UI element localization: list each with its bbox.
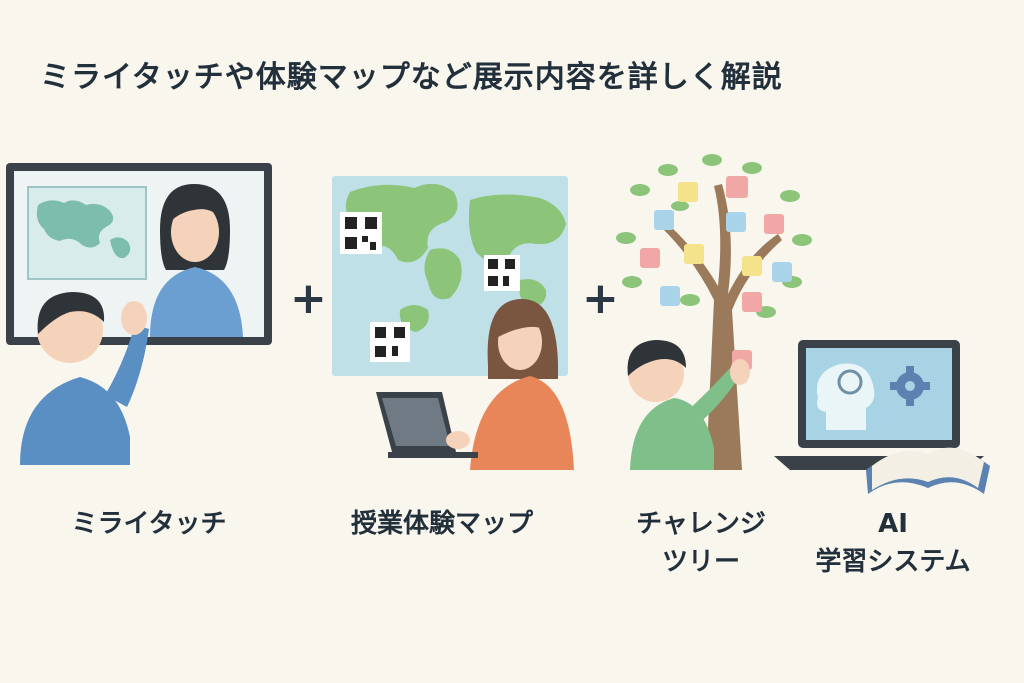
- qr-code-icon: [340, 212, 382, 254]
- item-label-ai-system: AI 学習システム: [815, 509, 971, 577]
- item-label-challenge-tree: チャレンジ ツリー: [636, 509, 766, 577]
- interactive-whiteboard-icon: [6, 163, 272, 465]
- plus-operator: +: [582, 273, 619, 324]
- item-label-lesson-map: 授業体験マップ: [350, 509, 533, 539]
- item-label-mirai-touch: ミライタッチ: [71, 509, 227, 539]
- plus-operator: +: [290, 273, 327, 324]
- world-map-qr-icon: [332, 176, 574, 470]
- qr-code-icon: [484, 255, 520, 291]
- qr-code-icon: [370, 322, 410, 362]
- challenge-tree-icon: [616, 154, 812, 470]
- page-title: ミライタッチや体験マップなど展示内容を詳しく解説: [40, 60, 783, 95]
- ai-laptop-book-icon: [774, 340, 990, 494]
